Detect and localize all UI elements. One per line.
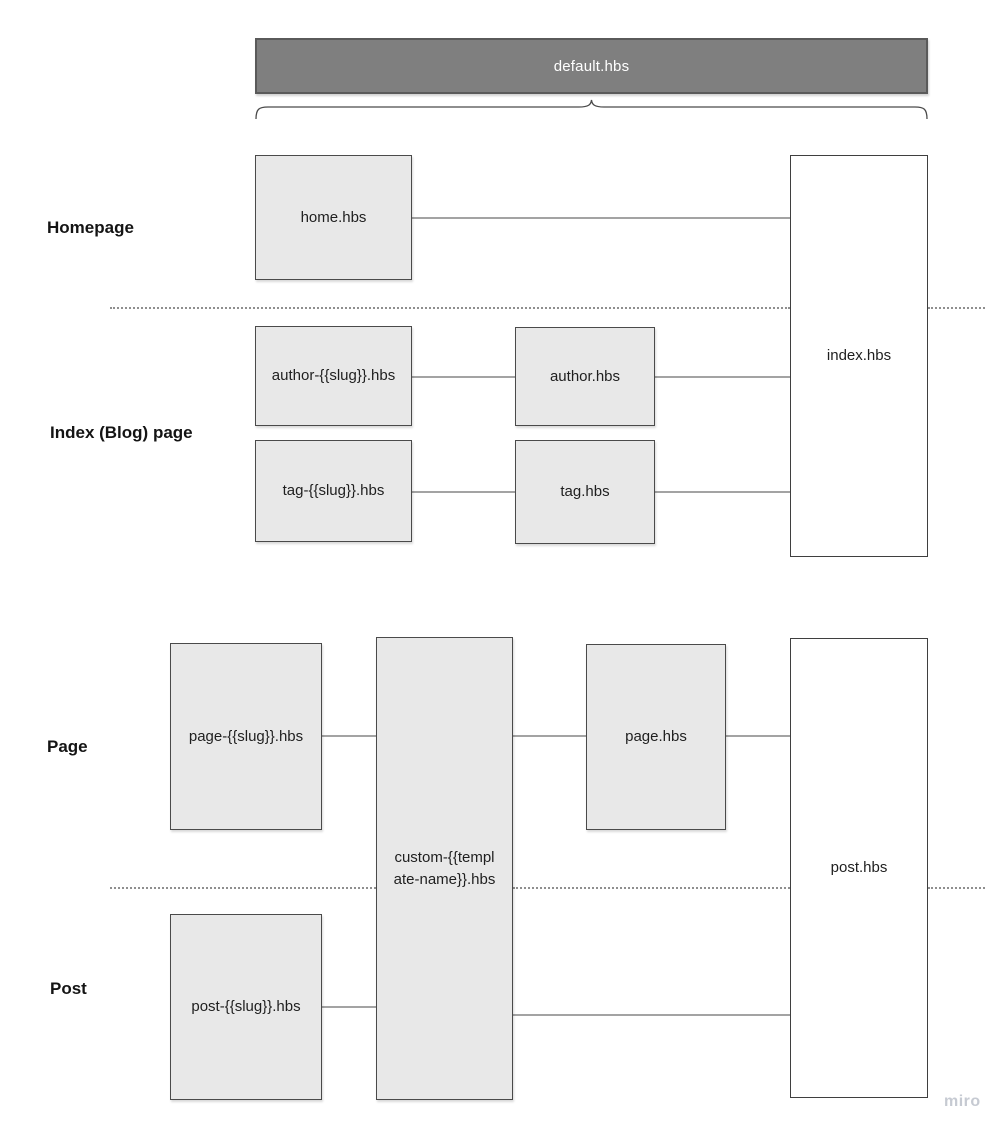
node-page-slug-label: page-{{slug}}.hbs: [188, 727, 304, 745]
connector-custom-post: [513, 1014, 790, 1016]
node-index-label: index.hbs: [826, 347, 892, 364]
node-post-slug-label: post-{{slug}}.hbs: [191, 998, 301, 1015]
node-default-hbs[interactable]: default.hbs: [255, 38, 928, 94]
section-divider: [110, 887, 376, 889]
node-author-slug-label: author-{{slug}}.hbs: [271, 367, 396, 384]
node-author-slug-hbs[interactable]: author-{{slug}}.hbs: [255, 326, 412, 426]
connector-custom-page: [513, 735, 586, 737]
connector-tagslug-tag: [412, 491, 515, 493]
connector-pageslug-custom: [322, 735, 376, 737]
node-tag-slug-hbs[interactable]: tag-{{slug}}.hbs: [255, 440, 412, 542]
section-label-homepage: Homepage: [47, 218, 134, 237]
curly-brace-icon: [255, 99, 928, 120]
node-custom-template-hbs[interactable]: custom-{{templ ate-name}}.hbs: [376, 637, 513, 1100]
node-post-slug-hbs[interactable]: post-{{slug}}.hbs: [170, 914, 322, 1100]
node-page-slug-hbs[interactable]: page-{{slug}}.hbs: [170, 643, 322, 830]
node-page-label: page.hbs: [625, 728, 687, 745]
connector-home-index: [412, 217, 790, 219]
node-home-hbs[interactable]: home.hbs: [255, 155, 412, 280]
node-page-hbs[interactable]: page.hbs: [586, 644, 726, 830]
connector-tag-index: [655, 491, 790, 493]
node-post-hbs[interactable]: post.hbs: [790, 638, 928, 1098]
node-post-label: post.hbs: [830, 859, 888, 876]
node-author-label: author.hbs: [549, 367, 621, 385]
node-tag-label: tag.hbs: [560, 483, 610, 500]
node-tag-slug-label: tag-{{slug}}.hbs: [282, 482, 385, 499]
section-divider: [513, 887, 790, 889]
connector-authorslug-author: [412, 376, 515, 378]
connector-postslug-custom: [322, 1006, 376, 1008]
section-divider: [928, 887, 985, 889]
section-divider: [110, 307, 790, 309]
node-home-label: home.hbs: [300, 208, 367, 226]
node-tag-hbs[interactable]: tag.hbs: [515, 440, 655, 544]
node-default-label: default.hbs: [553, 57, 630, 75]
section-label-post: Post: [50, 979, 87, 998]
node-author-hbs[interactable]: author.hbs: [515, 327, 655, 426]
connector-author-index: [655, 376, 790, 378]
miro-watermark[interactable]: miro: [944, 1093, 981, 1110]
section-label-index-blog-page: Index (Blog) page: [50, 423, 193, 442]
section-divider: [928, 307, 985, 309]
node-custom-template-label: custom-{{templ ate-name}}.hbs: [393, 848, 496, 888]
node-index-hbs[interactable]: index.hbs: [790, 155, 928, 557]
connector-page-post: [726, 735, 790, 737]
section-label-page: Page: [47, 737, 88, 756]
